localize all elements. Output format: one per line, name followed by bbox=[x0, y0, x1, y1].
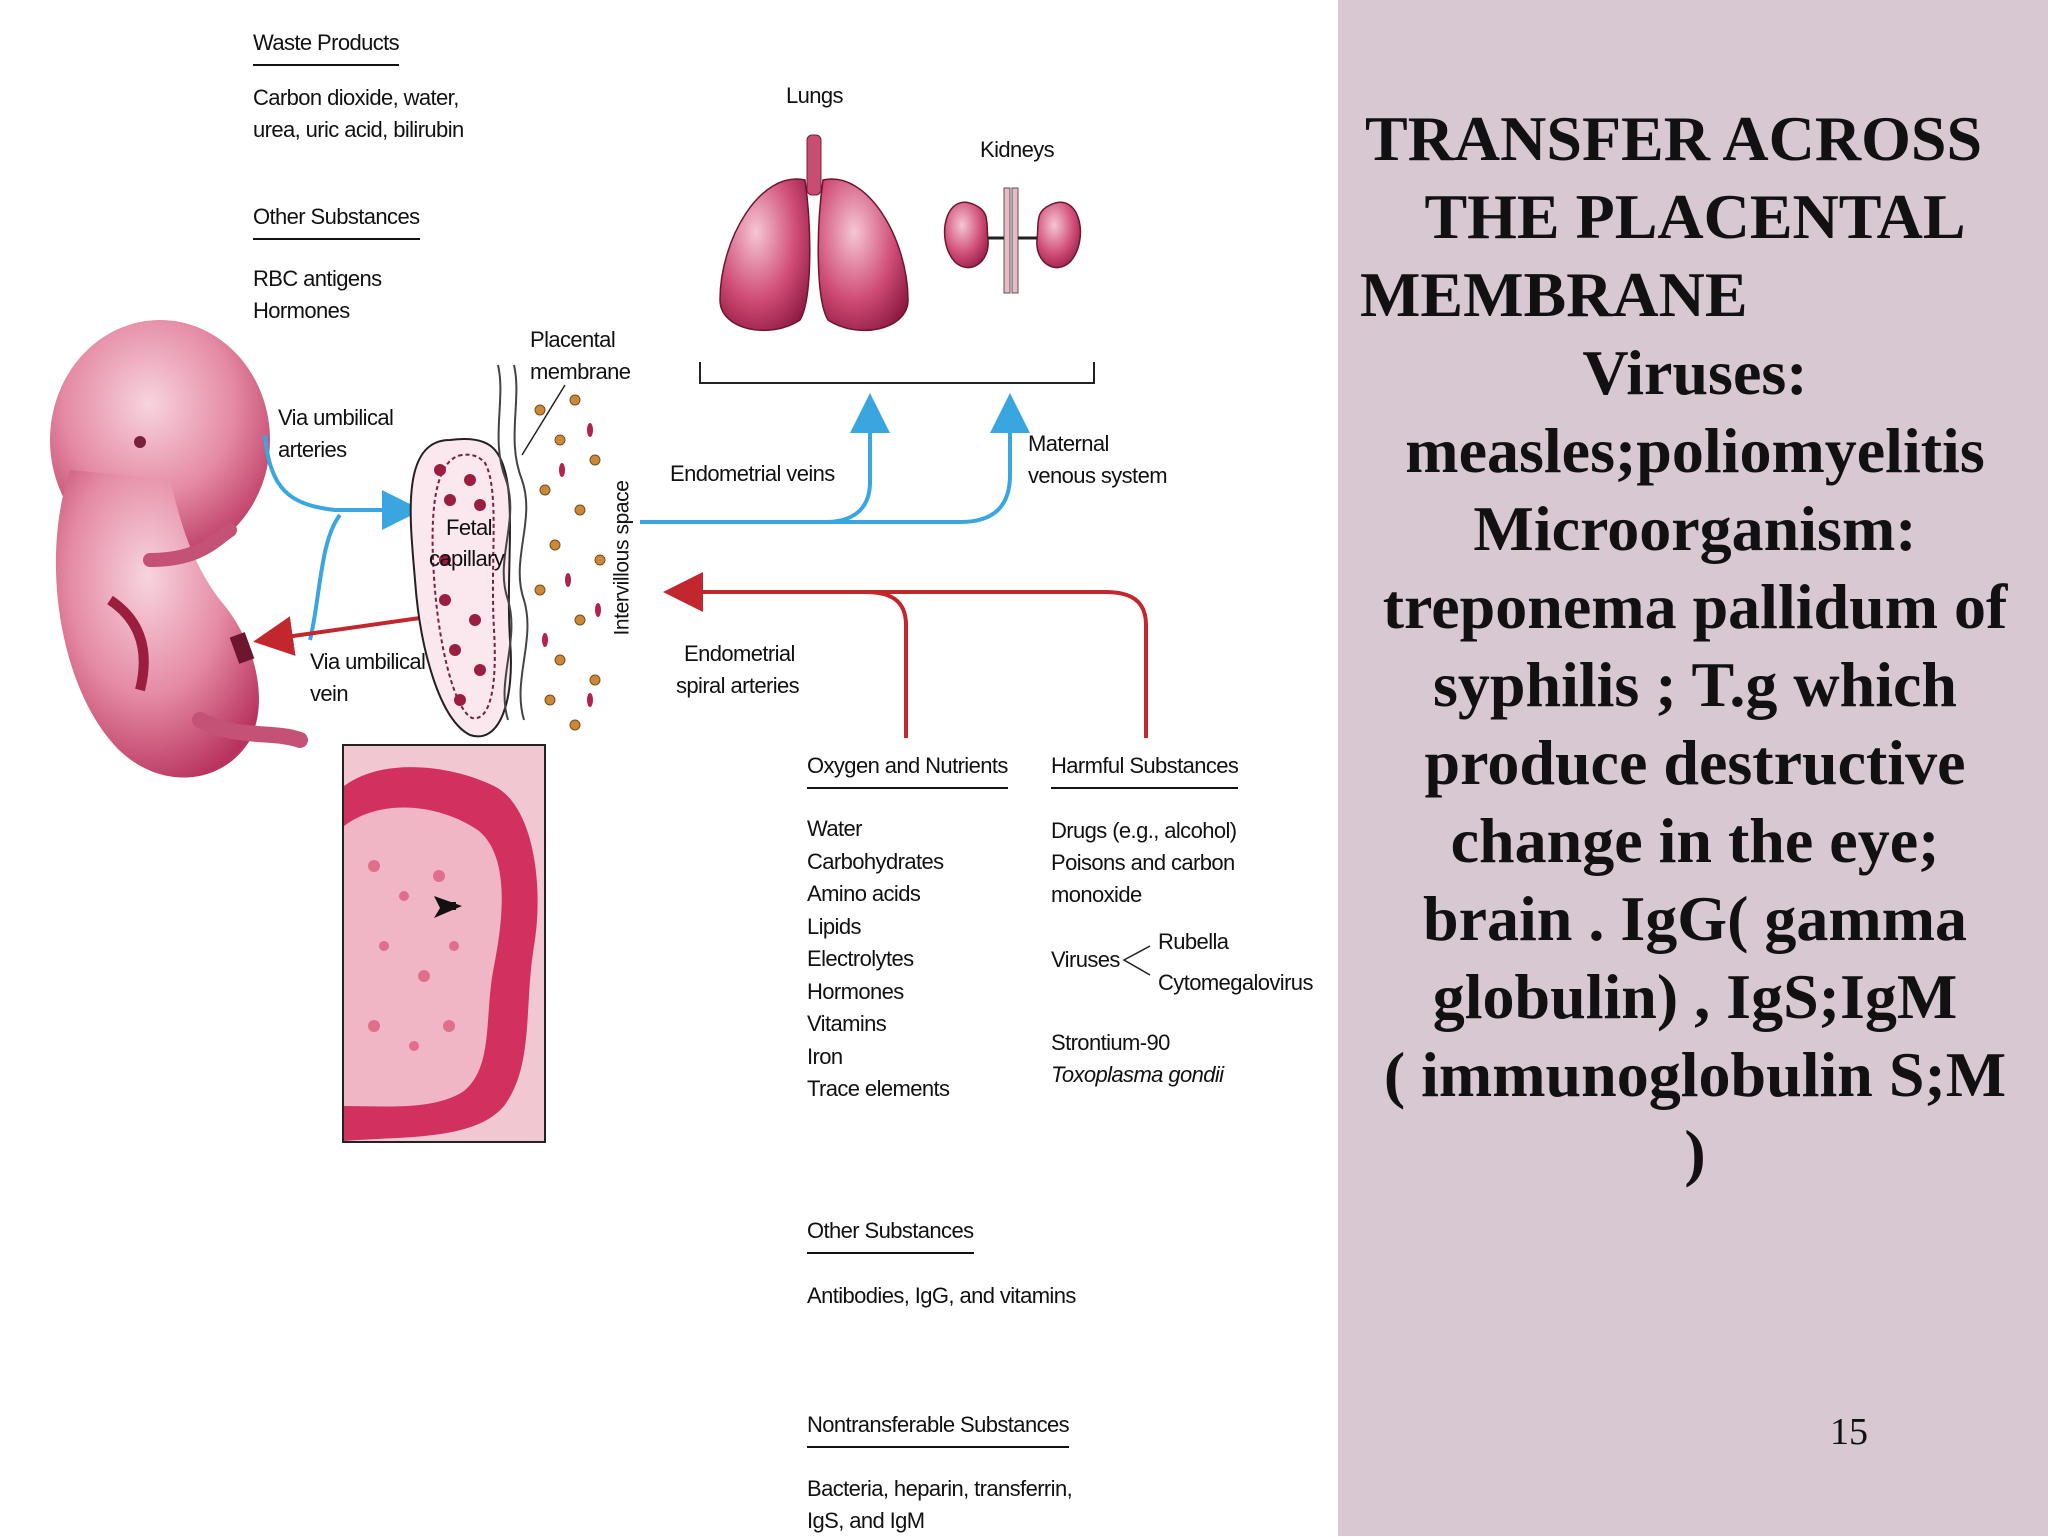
title-line: measles;poliomyelitis bbox=[1405, 415, 1985, 486]
title-line: TRANSFER ACROSS bbox=[1365, 103, 1983, 174]
waste-products-heading: Waste Products bbox=[253, 28, 400, 66]
via-umbilical-arteries-label-2: arteries bbox=[278, 437, 347, 462]
organ-bracket bbox=[699, 362, 1095, 384]
harmful-line-1: Drugs (e.g., alcohol) bbox=[1051, 818, 1237, 843]
nutrient-item: Lipids bbox=[807, 913, 861, 939]
placental-membrane-label-2: membrane bbox=[530, 359, 631, 384]
diagram-graphics bbox=[50, 134, 1151, 976]
harmful-line-2: Poisons and carbon bbox=[1051, 850, 1235, 875]
slide-text-panel bbox=[1338, 0, 2048, 1536]
placental-micrograph bbox=[342, 744, 546, 1143]
nutrient-item: Vitamins bbox=[807, 1011, 887, 1036]
kidneys-illustration bbox=[943, 187, 1082, 294]
title-line: globulin) , IgS;IgM bbox=[1432, 961, 1958, 1032]
rbc-antigens-label: RBC antigens bbox=[253, 266, 382, 291]
nutrient-item: Iron bbox=[807, 1043, 843, 1069]
hormones-top-label: Hormones bbox=[253, 298, 350, 323]
via-umbilical-vein-label-2: vein bbox=[310, 681, 349, 706]
toxoplasma-label: Toxoplasma gondii bbox=[1051, 1062, 1224, 1087]
title-line: brain . IgG( gamma bbox=[1423, 883, 1967, 954]
other-substances-bottom-heading: Other Substances bbox=[807, 1216, 974, 1254]
strontium-label: Strontium-90 bbox=[1051, 1030, 1170, 1055]
placental-membrane-label-1: Placental bbox=[530, 327, 616, 352]
nontransferable-heading: Nontransferable Substances bbox=[807, 1410, 1070, 1448]
cytomegalovirus-label: Cytomegalovirus bbox=[1158, 970, 1313, 995]
endometrial-veins-label: Endometrial veins bbox=[670, 461, 835, 486]
spiral-arteries-label-2: spiral arteries bbox=[676, 673, 800, 698]
umbilical-stump bbox=[229, 632, 255, 664]
harmful-substances-heading: Harmful Substances bbox=[1051, 751, 1239, 789]
spiral-arteries-label-1: Endometrial bbox=[684, 641, 795, 666]
via-umbilical-vein-label-1: Via umbilical bbox=[310, 649, 426, 674]
nontransferable-line-2: IgS, and IgM bbox=[807, 1508, 925, 1533]
title-line: ( immunoglobulin S;M bbox=[1383, 1039, 2007, 1110]
antibodies-label: Antibodies, IgG, and vitamins bbox=[807, 1283, 1076, 1308]
oxygen-nutrients-heading: Oxygen and Nutrients bbox=[807, 751, 1008, 789]
kidneys-label: Kidneys bbox=[980, 137, 1055, 162]
title-line: MEMBRANE bbox=[1360, 259, 1748, 330]
viruses-label: Viruses bbox=[1051, 947, 1120, 972]
title-line: change in the eye; bbox=[1450, 805, 1940, 876]
title-line: Viruses: bbox=[1582, 337, 1808, 408]
spiral-artery-path-harmful bbox=[663, 572, 1148, 738]
nutrient-item: Hormones bbox=[807, 978, 904, 1004]
viruses-bracket bbox=[1122, 945, 1151, 976]
title-line: produce destructive bbox=[1424, 727, 1966, 798]
rubella-label: Rubella bbox=[1158, 929, 1229, 954]
nutrient-item: Amino acids bbox=[807, 881, 921, 906]
spiral-artery-path-nutrients bbox=[864, 590, 908, 738]
lungs-label: Lungs bbox=[786, 83, 844, 108]
title-line: Microorganism: bbox=[1473, 493, 1917, 564]
title-line: syphilis ; T.g which bbox=[1432, 649, 1958, 720]
nutrient-item: Electrolytes bbox=[807, 946, 914, 971]
embryo-body bbox=[55, 470, 259, 778]
title-line: ) bbox=[1684, 1117, 1706, 1188]
placental-transfer-diagram: Waste Products Carbon dioxide, water, ur… bbox=[50, 28, 1314, 1533]
maternal-venous-path bbox=[825, 393, 1030, 524]
intervillous-space-label: Intervillous space bbox=[610, 480, 634, 636]
nontransferable-line-1: Bacteria, heparin, transferrin, bbox=[807, 1476, 1073, 1501]
embryo-illustration bbox=[50, 320, 308, 778]
page-number: 15 bbox=[1830, 1411, 1868, 1453]
maternal-venous-label-2: venous system bbox=[1028, 463, 1168, 488]
fetal-capillary-label-1: Fetal bbox=[446, 515, 493, 540]
embryo-eye bbox=[134, 436, 146, 448]
waste-products-line-2: urea, uric acid, bilirubin bbox=[253, 117, 464, 142]
fetal-capillary-label-2: capillary bbox=[429, 546, 505, 571]
title-line: treponema pallidum of bbox=[1382, 571, 2008, 642]
maternal-venous-label-1: Maternal bbox=[1028, 431, 1109, 456]
via-umbilical-arteries-label-1: Via umbilical bbox=[278, 405, 394, 430]
umbilical-artery-branch bbox=[308, 513, 342, 641]
harmful-line-3: monoxide bbox=[1051, 882, 1142, 907]
other-substances-top-heading: Other Substances bbox=[253, 202, 420, 240]
lungs-illustration bbox=[719, 134, 909, 332]
title-line: THE PLACENTAL bbox=[1424, 181, 1966, 252]
fetal-capillary-villus bbox=[409, 438, 512, 738]
oxygen-nutrients-list: Water Carbohydrates Amino acids Lipids E… bbox=[807, 813, 950, 1106]
embryo-arm bbox=[143, 523, 237, 567]
waste-products-line-1: Carbon dioxide, water, bbox=[253, 85, 459, 110]
nutrient-item: Carbohydrates bbox=[807, 848, 944, 874]
nutrient-item: Trace elements bbox=[807, 1076, 950, 1101]
intervillous-dots bbox=[534, 394, 606, 731]
intervillous-rbc bbox=[542, 423, 601, 707]
umbilical-artery-path bbox=[263, 434, 422, 530]
embryo-liver bbox=[107, 595, 149, 692]
slide-title: TRANSFER ACROSS THE PLACENTAL MEMBRANE V… bbox=[1360, 100, 2030, 1192]
nutrient-item: Water bbox=[807, 816, 862, 841]
embryo-leg bbox=[192, 712, 308, 748]
placental-membrane-layer bbox=[497, 364, 566, 721]
umbilical-vein-arrow bbox=[253, 616, 421, 656]
